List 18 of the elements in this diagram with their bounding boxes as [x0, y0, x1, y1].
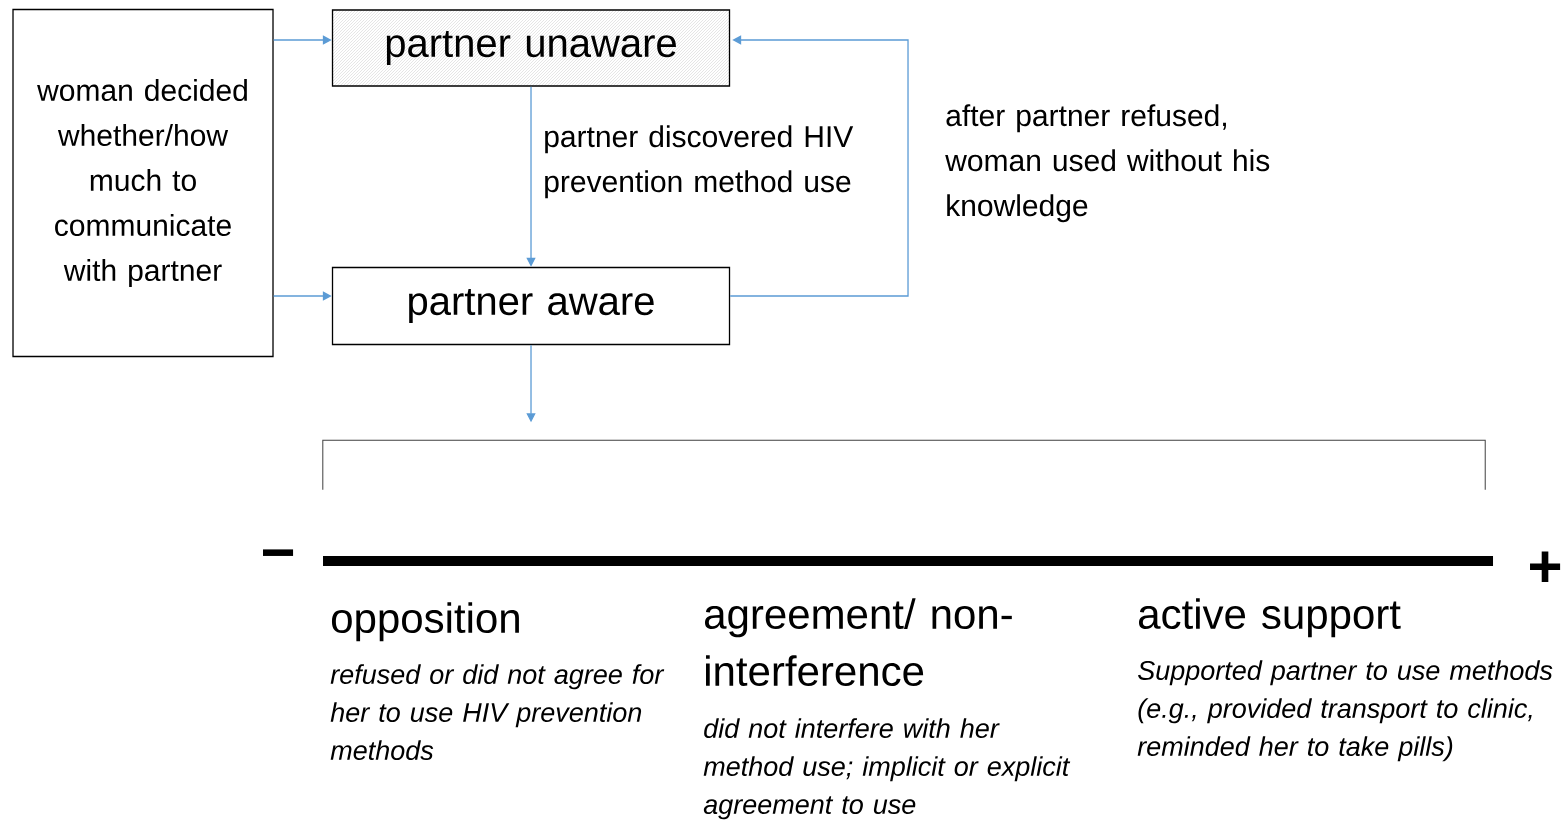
description: Supported partner to use methods (e.g., provided transport to clinic, reminded her to take pills) — [1137, 660, 1553, 762]
edge-label: after partner refused, woman used without his knowledge — [945, 104, 1270, 223]
description: did not interfere with her method use; implicit or explicit agreement to use — [703, 718, 1071, 820]
text-box: woman decided whether/how much to communicate with partner — [12, 8, 274, 358]
arrow — [526, 86, 536, 267]
category-heading: opposition — [331, 602, 519, 642]
arrow — [273, 291, 332, 301]
bracket — [322, 439, 1486, 491]
state-box: partner unaware — [331, 9, 731, 87]
category-heading: active support — [1139, 598, 1401, 638]
arrow — [273, 35, 332, 45]
state-box: partner aware — [331, 266, 731, 346]
description: refused or did not agree for her to use HIV prevention methods — [330, 664, 665, 761]
category-heading: agreement/ non-interference — [705, 598, 1012, 687]
sign-symbol: + — [1530, 551, 1561, 582]
sign-symbol: − — [263, 549, 294, 556]
edge-label: partner discovered HIV prevention method use — [545, 125, 854, 199]
arrow — [729, 35, 909, 297]
